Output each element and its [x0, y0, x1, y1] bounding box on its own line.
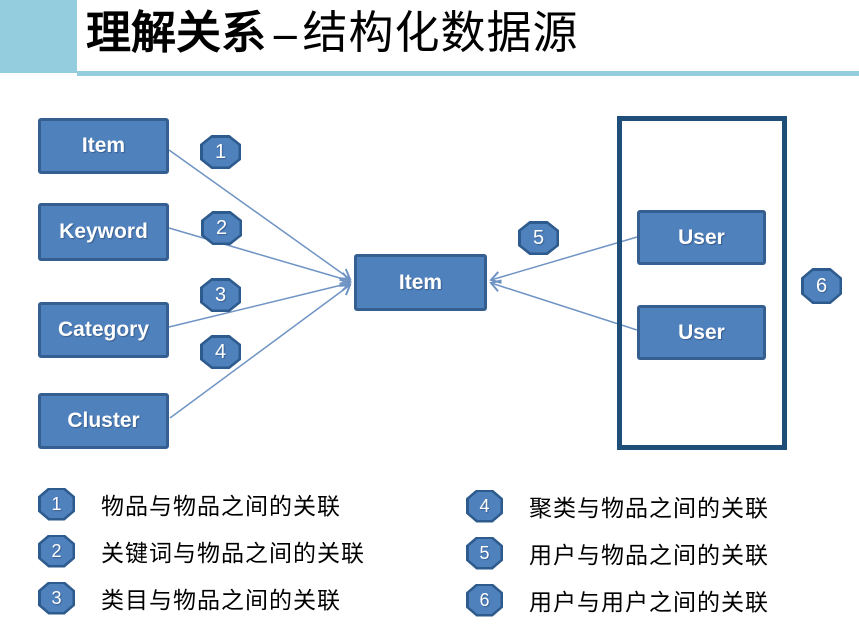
legend-badge-6: 6: [466, 583, 503, 617]
title-subtitle: 结构化数据源: [302, 8, 579, 58]
legend-badge-5: 5: [466, 536, 503, 570]
legend-label: 用户与物品之间的关联: [529, 543, 769, 568]
legend-label: 用户与用户之间的关联: [529, 590, 769, 615]
node-label: Item: [398, 270, 443, 294]
node-item-source: Item: [38, 118, 169, 174]
badge-number: 4: [202, 337, 239, 367]
node-category: Category: [38, 302, 169, 358]
legend-label: 关键词与物品之间的关联: [101, 541, 365, 566]
title-separator: –: [274, 8, 297, 58]
header-accent-block: [0, 0, 77, 73]
relation-badge-3: 3: [200, 278, 241, 312]
node-label: Category: [57, 318, 150, 341]
legend-label: 物品与物品之间的关联: [101, 494, 341, 519]
badge-number: 3: [40, 584, 73, 612]
node-label: User: [678, 320, 725, 344]
badge-number: 5: [468, 539, 501, 567]
legend-item: 4 聚类与物品之间的关联: [466, 486, 769, 526]
relation-badge-5: 5: [518, 221, 559, 255]
badge-number: 6: [468, 586, 501, 614]
legend-label: 聚类与物品之间的关联: [529, 496, 769, 521]
node-keyword: Keyword: [38, 203, 169, 261]
node-label: Keyword: [59, 220, 148, 243]
connector-category-to-item: [168, 278, 352, 328]
legend-item: 5 用户与物品之间的关联: [466, 533, 769, 573]
connector-user2-to-item: [489, 279, 638, 331]
node-label: User: [678, 225, 725, 249]
badge-number: 3: [202, 280, 239, 310]
badge-number: 6: [803, 270, 840, 302]
connector-item-to-item: [168, 149, 352, 281]
connector-cluster-to-item: [169, 283, 352, 419]
title-emphasis: 理解关系: [86, 8, 267, 58]
user-group-frame: [617, 116, 787, 450]
node-user-2: User: [637, 305, 766, 360]
legend-item: 6 用户与用户之间的关联: [466, 580, 769, 620]
node-cluster: Cluster: [38, 393, 169, 449]
badge-number: 1: [202, 137, 239, 167]
relation-badge-4: 4: [200, 335, 241, 369]
badge-number: 2: [203, 213, 240, 243]
legend-item: 3 类目与物品之间的关联: [38, 578, 341, 618]
node-user-1: User: [637, 210, 766, 265]
legend-item: 1 物品与物品之间的关联: [38, 484, 341, 524]
node-label: Item: [81, 134, 126, 157]
node-label: Cluster: [67, 409, 140, 432]
legend-label: 类目与物品之间的关联: [101, 588, 341, 613]
legend-badge-4: 4: [466, 489, 503, 523]
legend-item: 2 关键词与物品之间的关联: [38, 531, 365, 571]
legend-badge-1: 1: [38, 487, 75, 521]
badge-number: 4: [468, 492, 501, 520]
relation-badge-6: 6: [801, 268, 842, 304]
page-title: 理解关系–结构化数据源: [86, 2, 579, 64]
relation-badge-2: 2: [201, 211, 242, 245]
legend-badge-2: 2: [38, 534, 75, 568]
badge-number: 2: [40, 537, 73, 565]
relation-badge-1: 1: [200, 135, 241, 169]
legend-badge-3: 3: [38, 581, 75, 615]
badge-number: 1: [40, 490, 73, 518]
node-item-center: Item: [354, 254, 487, 311]
header-rule: [77, 71, 859, 76]
connector-keyword-to-item: [168, 227, 352, 285]
connector-user1-to-item: [489, 236, 638, 284]
badge-number: 5: [520, 223, 557, 253]
